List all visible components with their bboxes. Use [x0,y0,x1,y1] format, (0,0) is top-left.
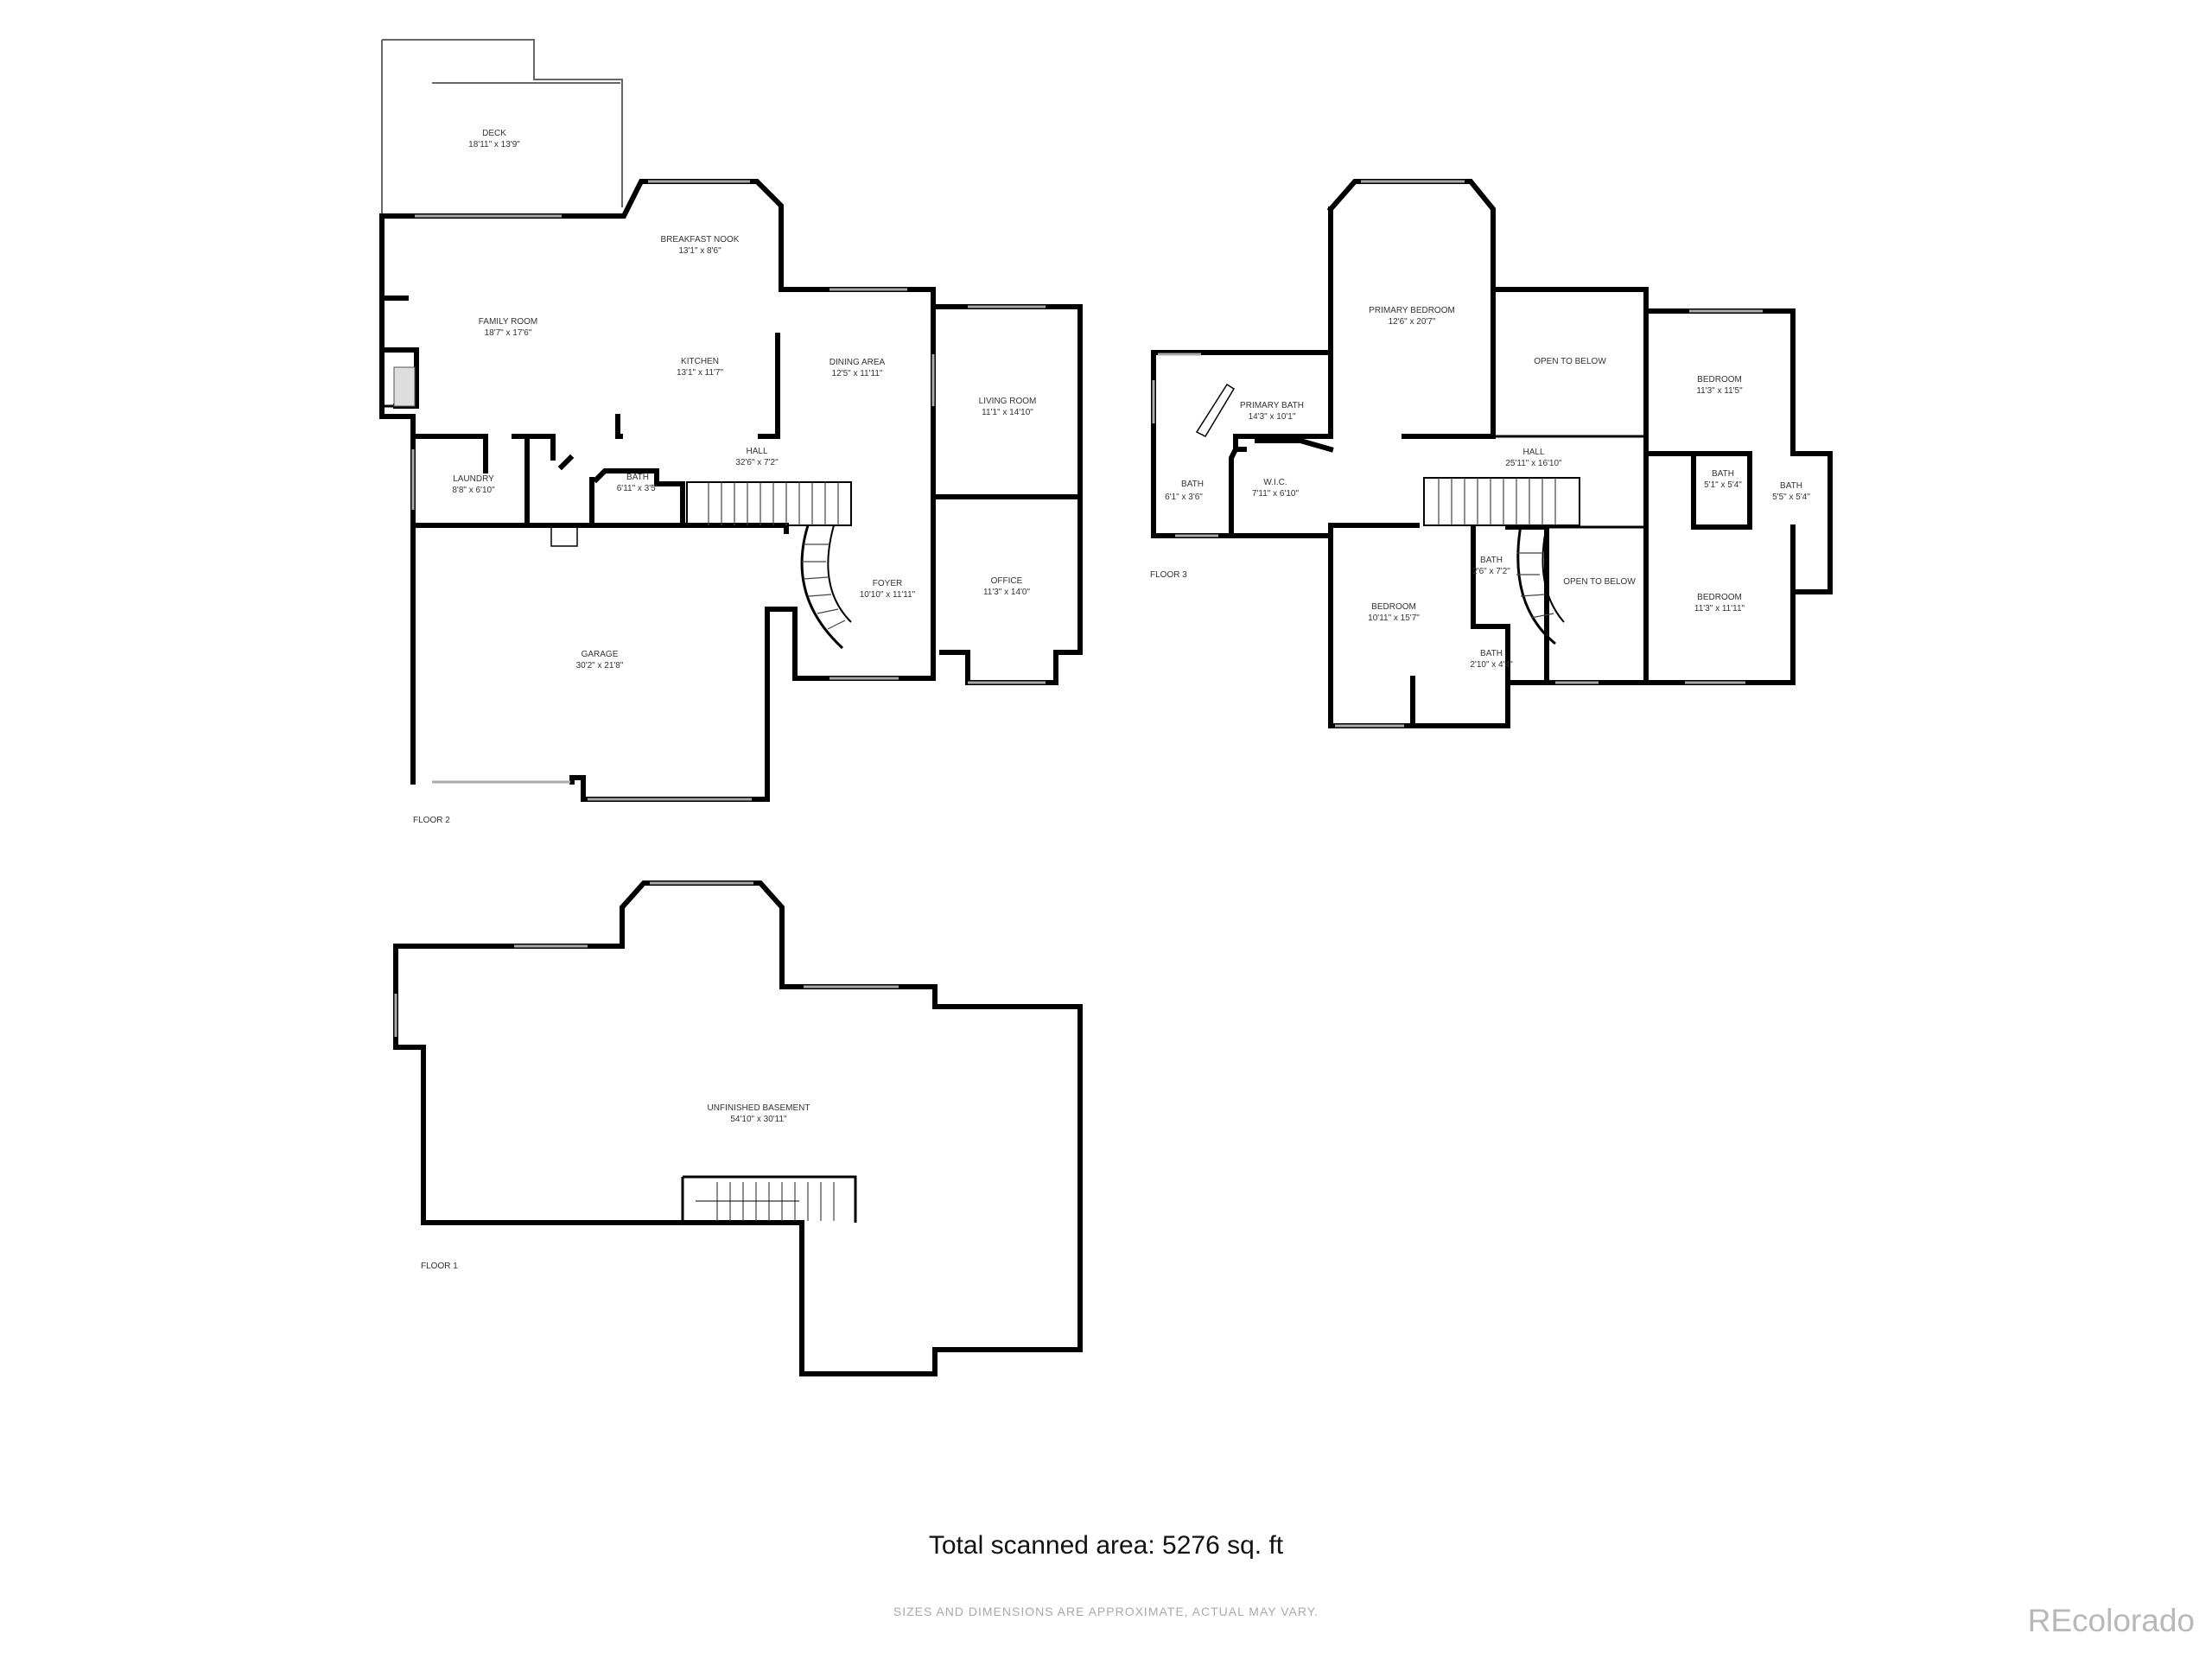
room-name-bath-center: BATH [1712,469,1734,479]
floor-1-stair-walls [681,1175,857,1223]
room-dim-primary-bath: 14'3" x 10'1" [1249,412,1296,422]
room-dim-foyer: 10'10" x 11'11" [860,590,916,600]
brand-logo: REcolorado [2027,1603,2195,1638]
room-dim-hall-floor-3: 25'11" x 16'10" [1505,459,1562,468]
room-name-primary-bath: PRIMARY BATH [1240,401,1304,410]
room-name-open-to-below-lower: OPEN TO BELOW [1563,577,1636,587]
room-dim-bath-tiny: 2'10" x 4'4" [1470,660,1513,670]
floor-2-plan: DECK 18'11" x 13'9" BREAKFAST NOOK 13'1"… [379,39,1083,825]
floor-2-windows [411,180,1046,801]
room-name-bedroom-lower-left: BEDROOM [1371,602,1416,612]
room-name-primary-bedroom: PRIMARY BEDROOM [1369,306,1455,315]
room-dim-deck: 18'11" x 13'9" [468,140,520,149]
floor-1-windows [394,881,899,1037]
room-name-open-to-below-upper: OPEN TO BELOW [1534,357,1606,366]
room-name-office: OFFICE [991,576,1023,586]
room-dim-unfinished-basement: 54'10" x 30'11" [730,1115,787,1124]
room-name-laundry: LAUNDRY [453,474,494,484]
room-name-kitchen: KITCHEN [681,357,719,366]
floor-3-stairs [1423,477,1580,645]
room-dim-bath-primary-small: 6'1" x 3'6" [1165,493,1203,502]
tub-icon [1195,383,1236,437]
floor-2-exterior-walls [379,179,1083,802]
floor-2-label: FLOOR 2 [413,816,450,825]
room-name-bath-narrow: BATH [1480,556,1503,565]
room-dim-bedroom-lower-left: 10'11" x 15'7" [1368,613,1420,623]
room-name-hall-floor-3: HALL [1522,448,1544,457]
room-dim-bath-center: 5'1" x 5'4" [1704,480,1742,490]
room-dim-wic: 7'11" x 6'10" [1252,489,1300,499]
room-dim-dining-area: 12'5" x 11'11" [832,369,883,378]
room-dim-bedroom-lower-right: 11'3" x 11'11" [1694,604,1745,613]
room-dim-living-room: 11'1" x 14'10" [982,408,1033,417]
room-name-garage: GARAGE [582,650,619,659]
floor-1-stairs [696,1182,835,1221]
room-name-bath-floor-2: BATH [626,473,649,482]
room-name-breakfast-nook: BREAKFAST NOOK [661,235,740,245]
fireplace [380,348,418,408]
room-name-foyer: FOYER [873,579,902,588]
room-dim-bath-floor-2: 6'11" x 3'5" [617,484,659,493]
room-name-bath-primary-small: BATH [1181,480,1204,489]
floor-1-exterior-walls [393,880,1083,1376]
room-dim-hall-floor-2: 32'6" x 7'2" [735,458,779,467]
total-area-text: Total scanned area: 5276 sq. ft [928,1531,1284,1560]
room-dim-laundry: 8'8" x 6'10" [452,486,495,495]
floor-3-label: FLOOR 3 [1150,570,1187,580]
room-name-living-room: LIVING ROOM [979,397,1037,406]
room-dim-kitchen: 13'1" x 11'7" [677,368,724,378]
room-name-dining-area: DINING AREA [830,358,886,367]
room-name-bath-tiny: BATH [1480,649,1503,658]
room-name-unfinished-basement: UNFINISHED BASEMENT [708,1103,810,1113]
room-name-hall-floor-2: HALL [746,447,767,456]
room-dim-primary-bedroom: 12'6" x 20'7" [1389,317,1436,327]
floor-3-plan: PRIMARY BEDROOM 12'6" x 20'7" OPEN TO BE… [1150,179,1833,728]
room-name-deck: DECK [482,129,506,138]
room-dim-breakfast-nook: 13'1" x 8'6" [678,246,721,256]
room-name-wic: W.I.C. [1263,478,1287,487]
room-dim-bedroom-upper-right: 11'3" x 11'5" [1696,386,1743,396]
room-dim-family-room: 18'7" x 17'6" [485,328,532,338]
room-name-bedroom-lower-right: BEDROOM [1697,593,1742,602]
deck-outline [381,39,623,214]
floor-3-windows [1152,180,1763,728]
floor-1-plan: UNFINISHED BASEMENT 54'10" x 30'11" FLOO… [393,880,1083,1376]
room-name-family-room: FAMILY ROOM [479,317,538,327]
room-dim-bath-narrow: 2'6" x 7'2" [1472,567,1510,576]
room-name-bedroom-upper-right: BEDROOM [1697,375,1742,385]
room-dim-garage: 30'2" x 21'8" [576,661,624,671]
room-dim-bath-right: 5'5" x 5'4" [1772,493,1810,502]
floor-3-open-to-below-rail [1493,435,1646,529]
floor-2-stairs [550,481,852,650]
room-name-bath-right: BATH [1780,481,1802,491]
room-dim-office: 11'3" x 14'0" [983,588,1031,597]
disclaimer-text: SIZES AND DIMENSIONS ARE APPROXIMATE, AC… [893,1605,1319,1618]
floor-1-label: FLOOR 1 [421,1262,458,1271]
